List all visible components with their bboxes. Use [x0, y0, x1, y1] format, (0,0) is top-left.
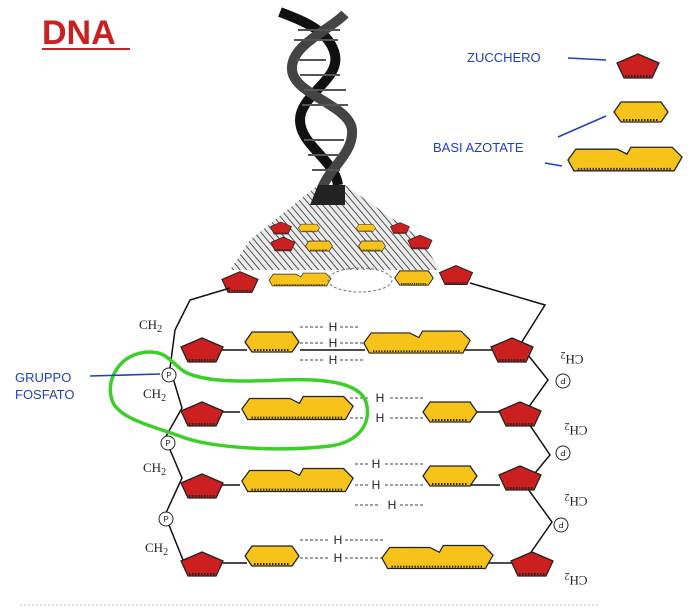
sugar-r1-left	[180, 337, 224, 363]
base-r2-left	[240, 395, 355, 421]
svg-text:P: P	[558, 520, 563, 529]
sugar-r4-left	[180, 551, 224, 577]
double-helix	[230, 7, 440, 270]
backbone-lines	[164, 282, 553, 566]
leader-phosphate	[89, 373, 161, 377]
row-3	[180, 465, 542, 499]
sugar-r1-right	[490, 337, 534, 363]
svg-text:H: H	[334, 533, 343, 547]
svg-text:H: H	[376, 411, 385, 425]
sugar-r3-right	[498, 465, 542, 491]
title: DNA	[42, 14, 116, 52]
svg-text:H: H	[334, 551, 343, 565]
svg-text:H: H	[388, 498, 397, 512]
svg-text:P: P	[560, 448, 565, 457]
base-r4-right	[380, 544, 495, 570]
ch2-right-labels: CH2 CH2 CH2 CH2	[560, 349, 587, 588]
svg-text:CH2: CH2	[145, 540, 168, 558]
svg-text:P: P	[560, 376, 565, 385]
base-r1-right	[362, 329, 472, 355]
base-r3-right	[422, 465, 478, 487]
hydrogen-bonds	[300, 326, 425, 559]
svg-text:H: H	[329, 336, 338, 350]
svg-text:P: P	[165, 439, 170, 448]
row-1	[180, 329, 534, 363]
legend-base-small-shape	[612, 100, 670, 124]
svg-text:CH2: CH2	[143, 386, 166, 404]
base-r1-left	[244, 331, 300, 353]
ch2-left-labels: CH2 CH2 CH2 CH2	[139, 317, 168, 558]
legend-sugar-shape	[615, 52, 661, 80]
svg-text:CH2: CH2	[560, 349, 583, 367]
base-r3-left	[240, 467, 355, 493]
svg-text:H: H	[372, 478, 381, 492]
svg-text:H: H	[372, 457, 381, 471]
leader-bases-large	[544, 162, 563, 167]
label-bases: BASI AZOTATE	[433, 140, 524, 155]
nucleotide-highlight	[108, 350, 370, 451]
svg-text:H: H	[376, 391, 385, 405]
phosphate-groups: P P P P P P	[158, 367, 571, 533]
svg-text:CH2: CH2	[139, 317, 162, 335]
svg-text:P: P	[166, 371, 171, 380]
svg-text:CH2: CH2	[564, 491, 587, 509]
sugar-r2-left	[180, 401, 224, 427]
upper-pairs	[221, 221, 474, 294]
svg-text:H: H	[329, 320, 338, 334]
label-phosphate-line2: FOSFATO	[15, 387, 74, 402]
label-sugar: ZUCCHERO	[467, 50, 541, 65]
legend-base-large-shape	[566, 145, 684, 173]
leader-bases-small	[557, 115, 607, 138]
leader-sugar	[567, 57, 607, 61]
row-4	[180, 544, 554, 577]
svg-text:CH2: CH2	[564, 420, 587, 438]
svg-text:CH2: CH2	[143, 460, 166, 478]
sugar-r2-right	[498, 401, 542, 427]
sugar-r3-left	[180, 473, 224, 499]
svg-text:P: P	[163, 515, 168, 524]
label-phosphate-line1: GRUPPO	[15, 370, 71, 385]
base-r4-left	[244, 545, 300, 567]
hydrogen-labels: H H H H H H H H H H	[329, 320, 397, 565]
svg-text:CH2: CH2	[564, 570, 587, 588]
base-r2-right	[422, 401, 478, 423]
svg-text:H: H	[329, 353, 338, 367]
sugar-r4-right	[510, 551, 554, 577]
